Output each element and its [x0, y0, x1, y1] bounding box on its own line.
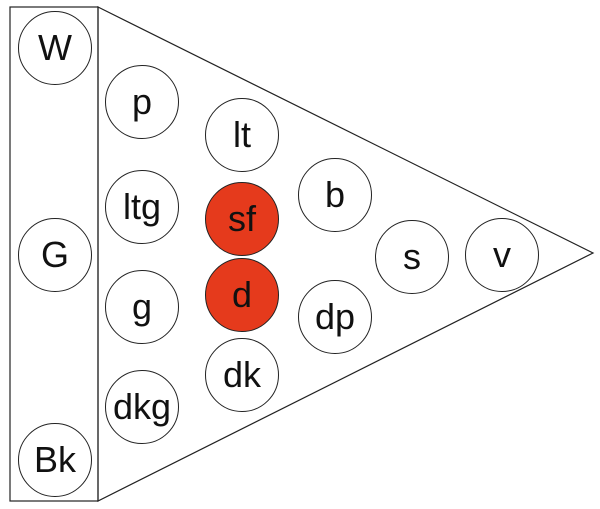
node-w: W — [18, 11, 92, 85]
node-lt: lt — [205, 98, 279, 172]
node-p: p — [105, 65, 179, 139]
node-dp: dp — [298, 280, 372, 354]
node-b: b — [298, 158, 372, 232]
node-d: d — [205, 258, 279, 332]
node-g: G — [18, 218, 92, 292]
node-g-lower: g — [105, 270, 179, 344]
color-triangle — [97, 6, 595, 502]
node-ltg: ltg — [105, 170, 179, 244]
node-bk: Bk — [18, 423, 92, 497]
node-sf: sf — [205, 182, 279, 256]
node-v: v — [465, 218, 539, 292]
node-dkg: dkg — [105, 370, 179, 444]
node-s: s — [375, 220, 449, 294]
node-dk: dk — [205, 338, 279, 412]
